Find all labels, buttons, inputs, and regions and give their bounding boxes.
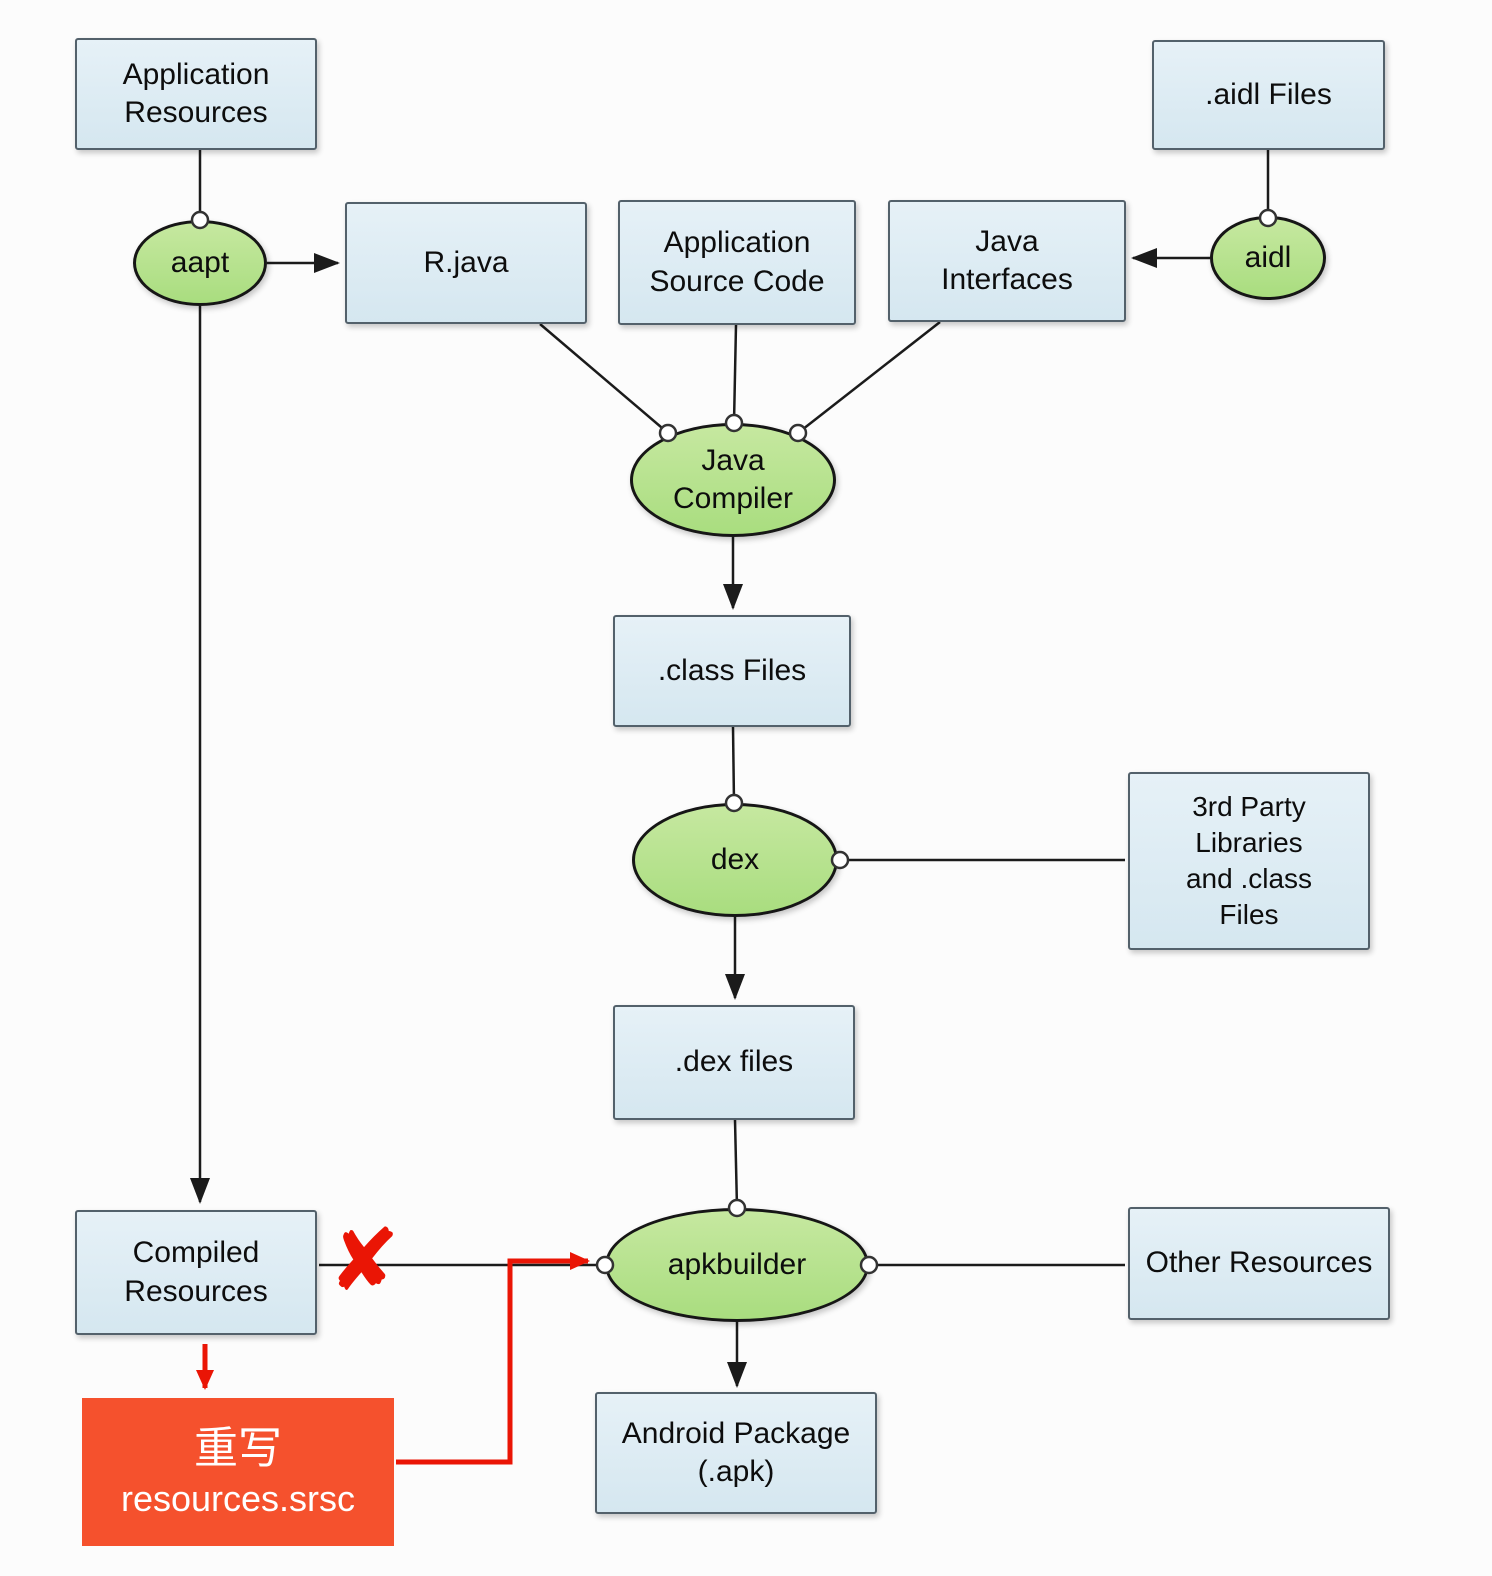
ellipse-apkbuilder: apkbuilder xyxy=(605,1208,869,1322)
aapt-label: aapt xyxy=(170,245,230,279)
aidl-files-label: .aidl Files xyxy=(1205,77,1332,111)
android-package-label: Android Package (.apk) xyxy=(621,1416,851,1488)
ellipse-aidl: aidl xyxy=(1210,216,1326,300)
box-third-party-libraries: 3rd Party Libraries and .class Files xyxy=(1128,772,1370,950)
red-arrow-rewrite-to-apkbuilder xyxy=(396,1252,590,1465)
application-resources-label: Application Resources xyxy=(122,57,270,129)
application-source-code-label: Application Source Code xyxy=(649,226,825,298)
ellipse-java-compiler: Java Compiler xyxy=(630,423,836,537)
box-aidl-files: .aidl Files xyxy=(1152,40,1385,150)
box-other-resources: Other Resources xyxy=(1128,1207,1390,1320)
box-class-files: .class Files xyxy=(613,615,851,727)
box-dex-files: .dex files xyxy=(613,1005,855,1120)
box-application-resources: Application Resources xyxy=(75,38,317,150)
annotation-resources-srsc-label: resources.srsc xyxy=(120,1478,356,1519)
connectors xyxy=(190,150,1270,1388)
box-r-java: R.java xyxy=(345,202,587,324)
java-compiler-label: Java Compiler xyxy=(672,443,794,515)
annotation-rewrite-resources-box: 重写 resources.srsc xyxy=(82,1398,394,1546)
ellipse-dex: dex xyxy=(632,803,838,917)
annotation-rewrite-label: 重写 xyxy=(194,1424,282,1473)
third-party-libraries-label: 3rd Party Libraries and .class Files xyxy=(1185,791,1313,930)
apkbuilder-label: apkbuilder xyxy=(667,1247,807,1281)
box-compiled-resources: Compiled Resources xyxy=(75,1210,317,1335)
box-android-package: Android Package (.apk) xyxy=(595,1392,877,1514)
red-cross-icon: ✘ xyxy=(328,1213,401,1309)
class-files-label: .class Files xyxy=(657,653,807,687)
dex-label: dex xyxy=(710,842,760,876)
aidl-label: aidl xyxy=(1244,240,1292,274)
box-java-interfaces: Java Interfaces xyxy=(888,200,1126,322)
compiled-resources-label: Compiled Resources xyxy=(124,1236,268,1308)
other-resources-label: Other Resources xyxy=(1145,1246,1373,1280)
ellipse-aapt: aapt xyxy=(133,220,267,306)
r-java-label: R.java xyxy=(423,245,509,279)
java-interfaces-label: Java Interfaces xyxy=(941,224,1073,296)
dex-files-label: .dex files xyxy=(674,1045,794,1079)
box-application-source-code: Application Source Code xyxy=(618,200,856,325)
